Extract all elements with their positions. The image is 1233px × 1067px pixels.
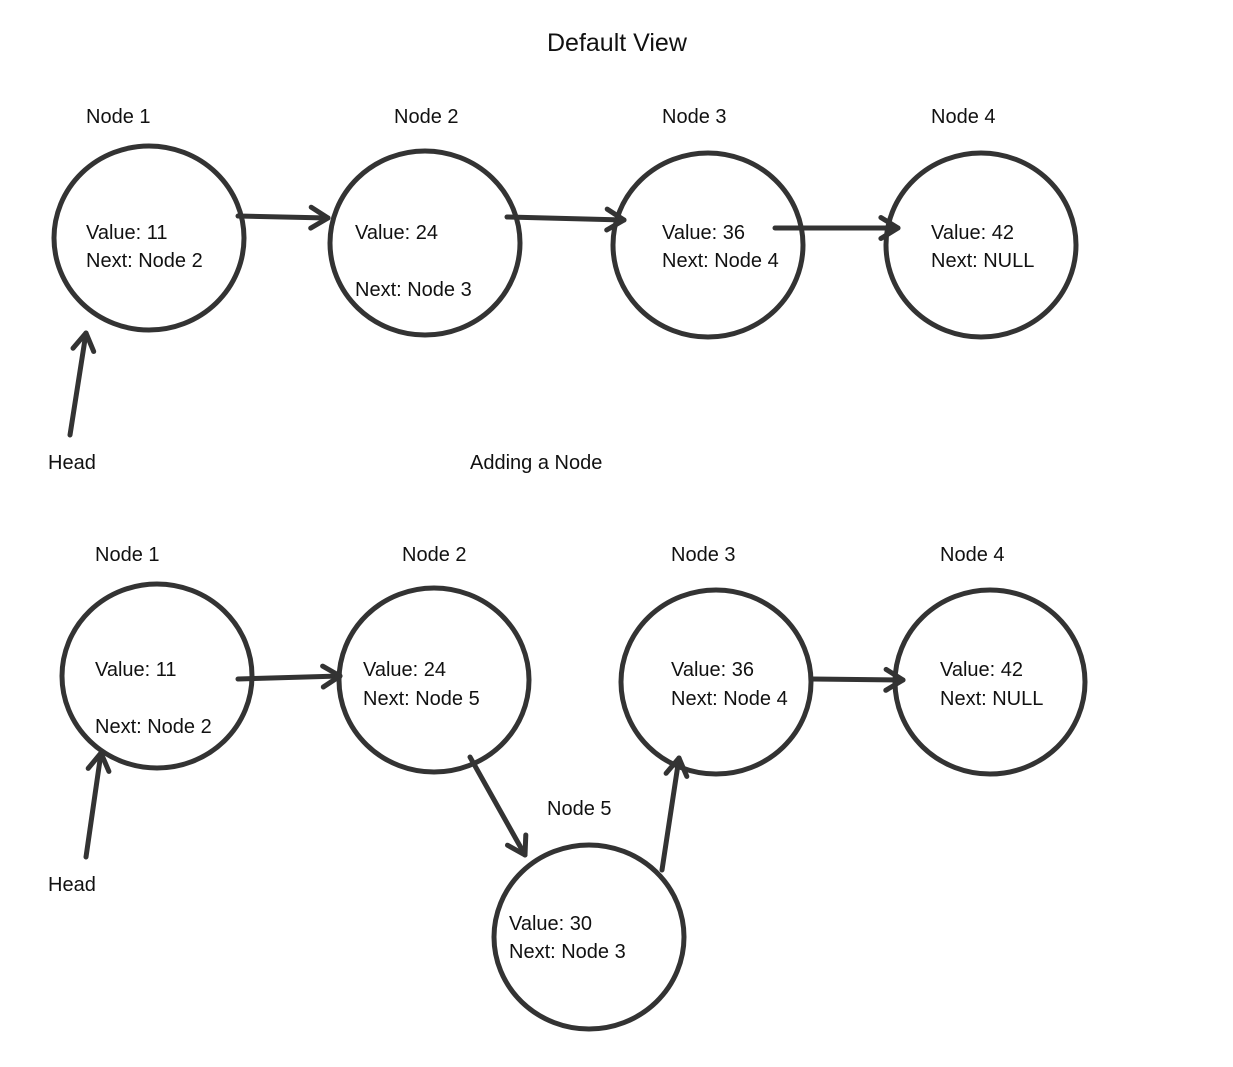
add-node-5-name: Node 5 (547, 798, 612, 820)
add-node-4-value: Value: 42 (940, 659, 1024, 681)
node-3-value: Value: 36 (662, 222, 746, 244)
add-node-2-name: Node 2 (402, 544, 467, 566)
node-circle-m4 (892, 587, 1088, 777)
node-2-value: Value: 24 (355, 222, 439, 244)
add-node-1-next: Next: Node 2 (95, 716, 212, 738)
node-circle-n2 (327, 148, 523, 338)
node-1-next: Next: Node 2 (86, 250, 203, 272)
next-pointer-arrow-m1-m2 (235, 663, 343, 690)
add-node-1-value: Value: 11 (95, 659, 177, 681)
head-label-adding: Head (48, 874, 96, 896)
add-node-2-value: Value: 24 (363, 659, 447, 681)
node-2-name: Node 2 (394, 106, 459, 128)
node-1-name: Node 1 (86, 106, 151, 128)
node-1-value: Value: 11 (86, 222, 168, 244)
next-pointer-arrow-m3-m4 (809, 666, 906, 693)
head-arrow-adding (83, 750, 112, 860)
node-circle-n1 (51, 143, 247, 333)
node-circle-m3 (618, 587, 814, 777)
section-title-adding-node: Adding a Node (470, 452, 603, 474)
node-circle-m5 (491, 842, 687, 1032)
add-node-3-value: Value: 36 (671, 659, 755, 681)
node-2-next: Next: Node 3 (355, 279, 472, 301)
add-node-3-next: Next: Node 4 (671, 688, 788, 710)
add-node-1-name: Node 1 (95, 544, 160, 566)
node-circle-m2 (336, 585, 532, 775)
add-node-5-next: Next: Node 3 (509, 941, 626, 963)
add-node-4-name: Node 4 (940, 544, 1005, 566)
add-node-4-next: Next: NULL (940, 688, 1044, 710)
head-arrow-default (67, 330, 97, 438)
node-circle-n3 (610, 150, 806, 340)
node-4-value: Value: 42 (931, 222, 1015, 244)
node-3-name: Node 3 (662, 106, 727, 128)
next-pointer-arrow-n2-n3 (504, 206, 627, 233)
node-3-next: Next: Node 4 (662, 250, 779, 272)
diagram-title: Default View (547, 29, 687, 57)
node-circle-m1 (59, 581, 255, 771)
add-node-2-next: Next: Node 5 (363, 688, 480, 710)
add-node-5-value: Value: 30 (509, 913, 593, 935)
node-4-next: Next: NULL (931, 250, 1035, 272)
node-4-name: Node 4 (931, 106, 996, 128)
node-circle-n4 (883, 150, 1079, 340)
next-pointer-arrow-m2-m5 (467, 754, 529, 858)
next-pointer-arrow-n3-n4 (772, 215, 901, 241)
next-pointer-arrow-m5-m3 (659, 755, 690, 873)
add-node-3-name: Node 3 (671, 544, 736, 566)
head-label-default: Head (48, 452, 96, 474)
next-pointer-arrow-n1-n2 (235, 204, 331, 231)
